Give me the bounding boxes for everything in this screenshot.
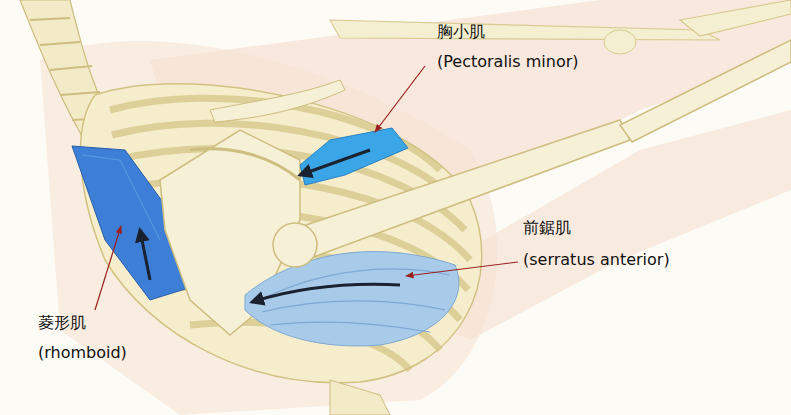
muscle-label: (Pectoralis minor) — [437, 52, 579, 71]
muscle-label: (serratus anterior) — [523, 250, 670, 269]
muscle-label: 前鋸肌 — [523, 218, 571, 237]
muscle-label: 胸小肌 — [437, 22, 485, 41]
muscle-label: 菱形肌 — [38, 313, 86, 332]
muscle-label: (rhomboid) — [38, 343, 127, 362]
